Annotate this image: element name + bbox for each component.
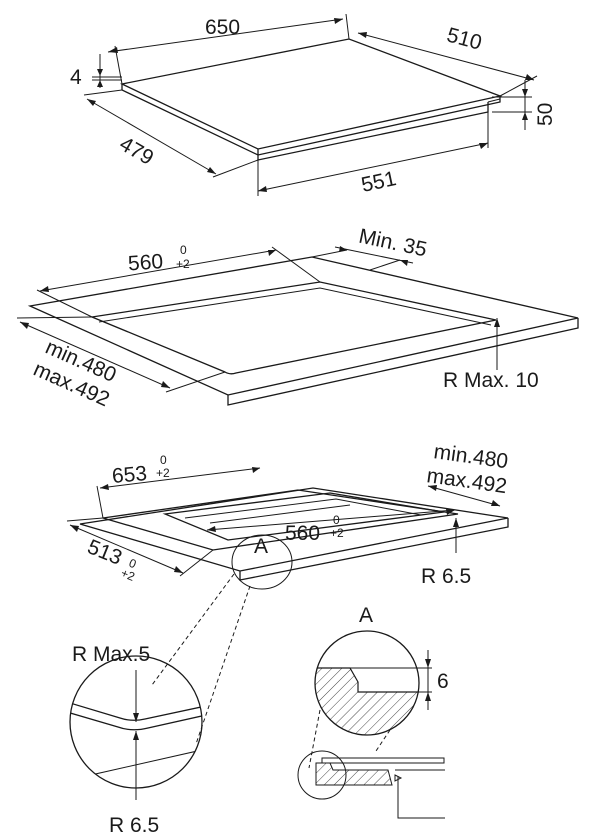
flush-radius-label: R Max. 10 — [443, 369, 539, 392]
dim-50-label: 50 — [534, 103, 557, 126]
flush-width-tol-bottom: +2 — [176, 257, 190, 271]
detail-a-circle — [231, 534, 293, 590]
stepped-inner-width: 560 — [285, 522, 320, 545]
stepped-outer-depth-tol-bottom: +2 — [119, 566, 137, 584]
stepped-outer-width-tol-top: 0 — [160, 453, 167, 467]
worktop-small-section — [315, 762, 393, 786]
flush-cutout-diagram: 560 0 +2 Min. 35 min.480 max.492 R Max. … — [16, 225, 579, 411]
dim-479-line — [86, 98, 217, 175]
stepped-inner-width-tol-bottom: +2 — [330, 526, 344, 540]
stepped-cutout-diagram: 653 0 +2 min.480 max.492 560 0 +2 513 0 … — [66, 440, 509, 745]
dim-650-line — [107, 18, 344, 53]
stepped-outer-rebate — [102, 489, 459, 551]
hob-small-section — [321, 757, 445, 764]
cutout-opening — [89, 281, 497, 375]
dim-551-label: 551 — [359, 167, 398, 197]
hob-body — [257, 102, 489, 161]
stepped-radius-label: R 6.5 — [421, 565, 471, 588]
dim-650-label: 650 — [205, 16, 240, 39]
detail-right-step: 6 — [437, 670, 449, 693]
detail-left-radius-top: R Max.5 — [72, 643, 150, 666]
hob-dimensions-diagram: 650 510 4 50 479 551 — [70, 13, 557, 197]
flush-width-tol-top: 0 — [180, 243, 187, 257]
dim-510-line — [357, 32, 535, 81]
stepped-outer-width: 653 — [111, 462, 148, 488]
detail-a-marker: A — [254, 535, 268, 558]
stepped-inner-opening — [162, 492, 445, 541]
worktop-edge — [227, 318, 579, 406]
dim-510-label: 510 — [444, 23, 484, 54]
stepped-outer-width-tol-bottom: +2 — [156, 466, 170, 480]
detail-left-radius-bottom: R 6.5 — [109, 814, 159, 837]
worktop-section — [315, 667, 419, 735]
detail-right-marker: A — [359, 604, 373, 627]
hob-plate-edge — [121, 84, 501, 156]
stepped-inner-width-tol-top: 0 — [333, 513, 340, 527]
flush-width-label: 560 — [127, 250, 164, 275]
detail-left: R Max.5 R 6.5 — [69, 643, 203, 837]
flush-min-margin: Min. 35 — [357, 225, 429, 262]
stepped-outer-depth-tol-top: 0 — [127, 556, 139, 572]
detail-right: A 6 — [297, 604, 449, 819]
dim-4-label: 4 — [70, 66, 82, 89]
stepped-outer-depth: 513 — [84, 535, 125, 569]
dim-551-line — [257, 142, 489, 192]
dim-479-label: 479 — [116, 132, 158, 169]
